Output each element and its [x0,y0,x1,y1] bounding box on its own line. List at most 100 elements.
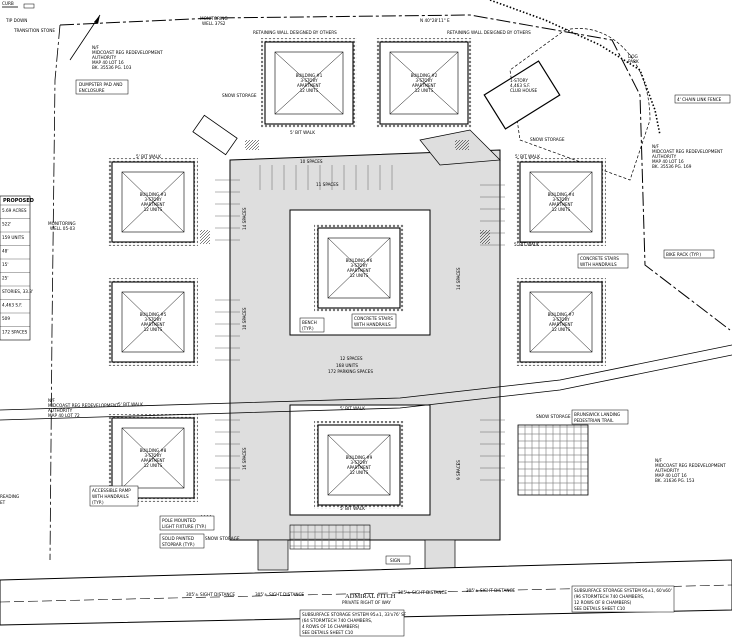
callout-stairs-right: CONCRETE STAIRS WITH HANDRAILS [577,253,629,269]
building-label: APARTMENT [141,322,166,327]
sight-distance-4: 305'± SIGHT DISTANCE [466,588,515,593]
svg-text:4 ROWS OF 16 CHAMBERS): 4 ROWS OF 16 CHAMBERS) [302,624,360,629]
snow-storage-3: SNOW STORAGE [536,414,571,419]
svg-text:ACCESSIBLE RAMP: ACCESSIBLE RAMP [92,488,131,493]
property-line [59,14,731,331]
owner-right-lower: BK. 31636 PG. 153 [655,478,695,483]
callout-subsurface-right: SUBSURFACE STORAGE SYSTEM 95±1, 60'x60' … [571,585,675,613]
ramp-4 [480,230,490,244]
trail-road-2 [0,354,732,421]
owner-left-lower: AUTHORITY [48,408,73,413]
svg-text:WITH HANDRAILS: WITH HANDRAILS [580,262,617,267]
building-label: APARTMENT [141,202,166,207]
parking-total-2: 172 PARKING SPACES [328,369,373,374]
clubhouse-2: 4,463 S.F. [510,83,530,88]
snow-storage-2: SNOW STORAGE [530,137,565,142]
dog-park-2: PARK [628,59,639,64]
owner-left-lower: MIDCOAST REG REDEVELOPMENT [48,403,119,408]
svg-text:(TYP.): (TYP.) [302,326,314,331]
data-table-cell: 172 SPACES [2,330,28,335]
subsurface-storage-right [517,424,589,496]
svg-text:SUBSURFACE STORAGE SYSTEM 95±1: SUBSURFACE STORAGE SYSTEM 95±1, 60'x60' [574,588,672,593]
clubhouse [483,60,561,130]
walk-label-6: 5' BIT WALK [340,506,365,511]
owner-top-left: MAP 40 LOT 16 [92,60,124,65]
data-table-cell: 48' [2,249,8,254]
data-table-cell: 522' [2,222,11,227]
subsurface-storage-left [289,524,371,550]
monitoring-well-top-2: WELL 37S2 [202,21,226,26]
svg-text:LIGHT FIXTURE (TYP.): LIGHT FIXTURE (TYP.) [162,524,207,529]
spaces-label-5: 12 SPACES [340,356,363,361]
svg-text:DUMPSTER PAD AND: DUMPSTER PAD AND [79,82,122,87]
callout-bike-rack: BIKE RACK (TYP.) [663,249,715,259]
road-line2: PRIVATE RIGHT OF WAY [342,600,391,605]
building-label: APARTMENT [347,268,372,273]
building-label: 12 UNITS [144,327,163,332]
svg-text:12 ROWS OF 8 CHAMBERS): 12 ROWS OF 8 CHAMBERS) [574,600,632,605]
clubhouse-3: CLUB HOUSE [510,88,537,93]
stalls-left [215,179,240,481]
data-table-cell: 4,463 S.F. [2,303,22,308]
monitoring-well-left-2: WELL 05-03 [50,226,75,231]
svg-text:POLE MOUNTED: POLE MOUNTED [162,518,196,523]
building-label: 12 UNITS [300,88,319,93]
svg-text:SEE DETAILS SHEET C10: SEE DETAILS SHEET C10 [302,630,353,635]
building-label: 3-STORY [552,197,570,202]
data-table-cell: STORIES, 33.3' [2,289,33,294]
building-label: BUILDING #1 [296,73,323,78]
svg-text:STOPBAR (TYP.): STOPBAR (TYP.) [162,542,195,547]
building-label: APARTMENT [412,83,437,88]
owner-top-left: N/F [92,45,100,50]
owner-top-left: MIDCOAST REG REDEVELOPMENT [92,50,163,55]
owner-right-upper: AUTHORITY [652,154,677,159]
spaces-label-1: 11 SPACES [316,182,339,187]
owner-right-upper: MAP 40 LOT 16 [652,159,684,164]
building-label: BUILDING #7 [548,312,575,317]
building-label: APARTMENT [347,465,372,470]
building-label: 3-STORY [144,317,162,322]
owner-right-lower: N/F [655,458,663,463]
snow-storage-4: SNOW STORAGE [205,536,240,541]
sight-distance-2: 305'± SIGHT DISTANCE [255,592,304,597]
spaces-label-3: 10 SPACES [242,307,247,330]
ramp-3 [200,230,210,244]
reading-2: ET [0,500,6,505]
monitoring-well-top-1: MONITORING [200,16,228,21]
building-label: BUILDING #6 [346,258,373,263]
driveway-right [424,539,456,571]
bearing-label: N 40°28'11" E [420,18,450,23]
parking-total-1: 168 UNITS [336,363,358,368]
owner-right-lower: MAP 40 LOT 16 [655,473,687,478]
reading-1: READING [0,494,19,499]
callout-stairs-center: CONCRETE STAIRS WITH HANDRAILS [351,313,397,329]
walk-label-1: 5' BIT WALK [136,154,161,159]
spaces-label-2: 14 SPACES [242,207,247,230]
dumpster-enclosure [192,114,238,156]
north-arrow-head [94,15,100,24]
owner-right-lower: AUTHORITY [655,468,680,473]
building-label: 3-STORY [144,197,162,202]
data-table-cell: 159 UNITS [2,235,24,240]
property-line-west [49,24,61,561]
callout-dumpster: DUMPSTER PAD AND ENCLOSURE [75,79,129,95]
building-label: 12 UNITS [552,327,571,332]
building-label: 12 UNITS [350,273,369,278]
building-label: APARTMENT [549,322,574,327]
building-label: BUILDING #9 [346,455,373,460]
owner-right-lower: MIDCOAST REG REDEVELOPMENT [655,463,726,468]
building-label: 12 UNITS [552,207,571,212]
legend: CURB TIP DOWN TRANSITION STONE [2,1,55,33]
building-label: APARTMENT [549,202,574,207]
callout-sign: SIGN [385,555,411,565]
building-label: 3-STORY [350,263,368,268]
owner-left-lower: MAP 40 LOT 72 [48,413,80,418]
